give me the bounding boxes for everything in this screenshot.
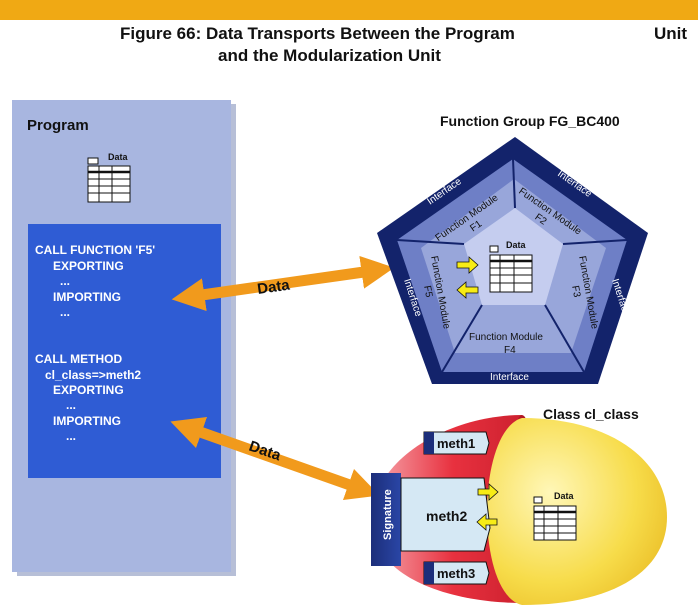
code-line: EXPORTING [53, 383, 124, 397]
code-line: CALL METHOD [35, 352, 122, 366]
top-accent-bar [0, 0, 698, 20]
title-line-1: Figure 66: Data Transports Between the P… [120, 24, 515, 43]
function-group-data-table-icon [489, 245, 533, 293]
program-data-table-icon [87, 157, 131, 203]
function-module-f4: Function Module F4 [469, 332, 543, 356]
function-group-data-label: Data [506, 240, 527, 250]
method-meth3-label: meth3 [437, 566, 475, 581]
signature-box [371, 473, 401, 566]
program-panel: Program Data CALL FUNCTION 'F5' EXPORTIN… [12, 100, 236, 576]
class-shape [372, 415, 667, 605]
method-meth1 [423, 431, 490, 455]
svg-text:Function Module: Function Module [469, 332, 543, 343]
function-group-title: Function Group FG_BC400 [440, 113, 620, 129]
program-title: Program [27, 117, 89, 134]
title-line-2: and the Modularization Unit [218, 46, 441, 65]
lower-data-arrow [170, 416, 380, 501]
code-line: IMPORTING [53, 414, 121, 428]
program-code: CALL FUNCTION 'F5' EXPORTING ... IMPORTI… [35, 243, 155, 443]
method-meth1-label: meth1 [437, 436, 475, 451]
svg-text:F4: F4 [504, 345, 516, 356]
upper-arrow-label: Data [256, 277, 291, 298]
class-inner-arrows [476, 483, 499, 531]
upper-data-arrow [171, 255, 395, 312]
class-data-table-icon [533, 496, 577, 541]
code-line: ... [66, 429, 76, 443]
code-line: cl_class=>meth2 [45, 368, 141, 382]
signature-label: Signature [382, 489, 394, 540]
interface-label-bottom: Interface [490, 372, 529, 383]
code-line: IMPORTING [53, 290, 121, 304]
class-data-label: Data [554, 491, 575, 501]
code-line: EXPORTING [53, 259, 124, 273]
code-line: ... [66, 398, 76, 412]
method-meth2-label: meth2 [426, 508, 467, 524]
method-meth2 [400, 477, 491, 552]
method-meth3 [423, 561, 490, 585]
program-data-label: Data [108, 152, 129, 162]
unit-label: Unit [654, 24, 688, 43]
function-group-inner-arrows [456, 256, 479, 299]
code-line: CALL FUNCTION 'F5' [35, 243, 155, 257]
svg-text:F5: F5 [421, 285, 434, 299]
svg-text:F3: F3 [569, 285, 582, 299]
code-line: ... [60, 305, 70, 319]
code-line: ... [60, 274, 70, 288]
class-title: Class cl_class [543, 406, 639, 422]
